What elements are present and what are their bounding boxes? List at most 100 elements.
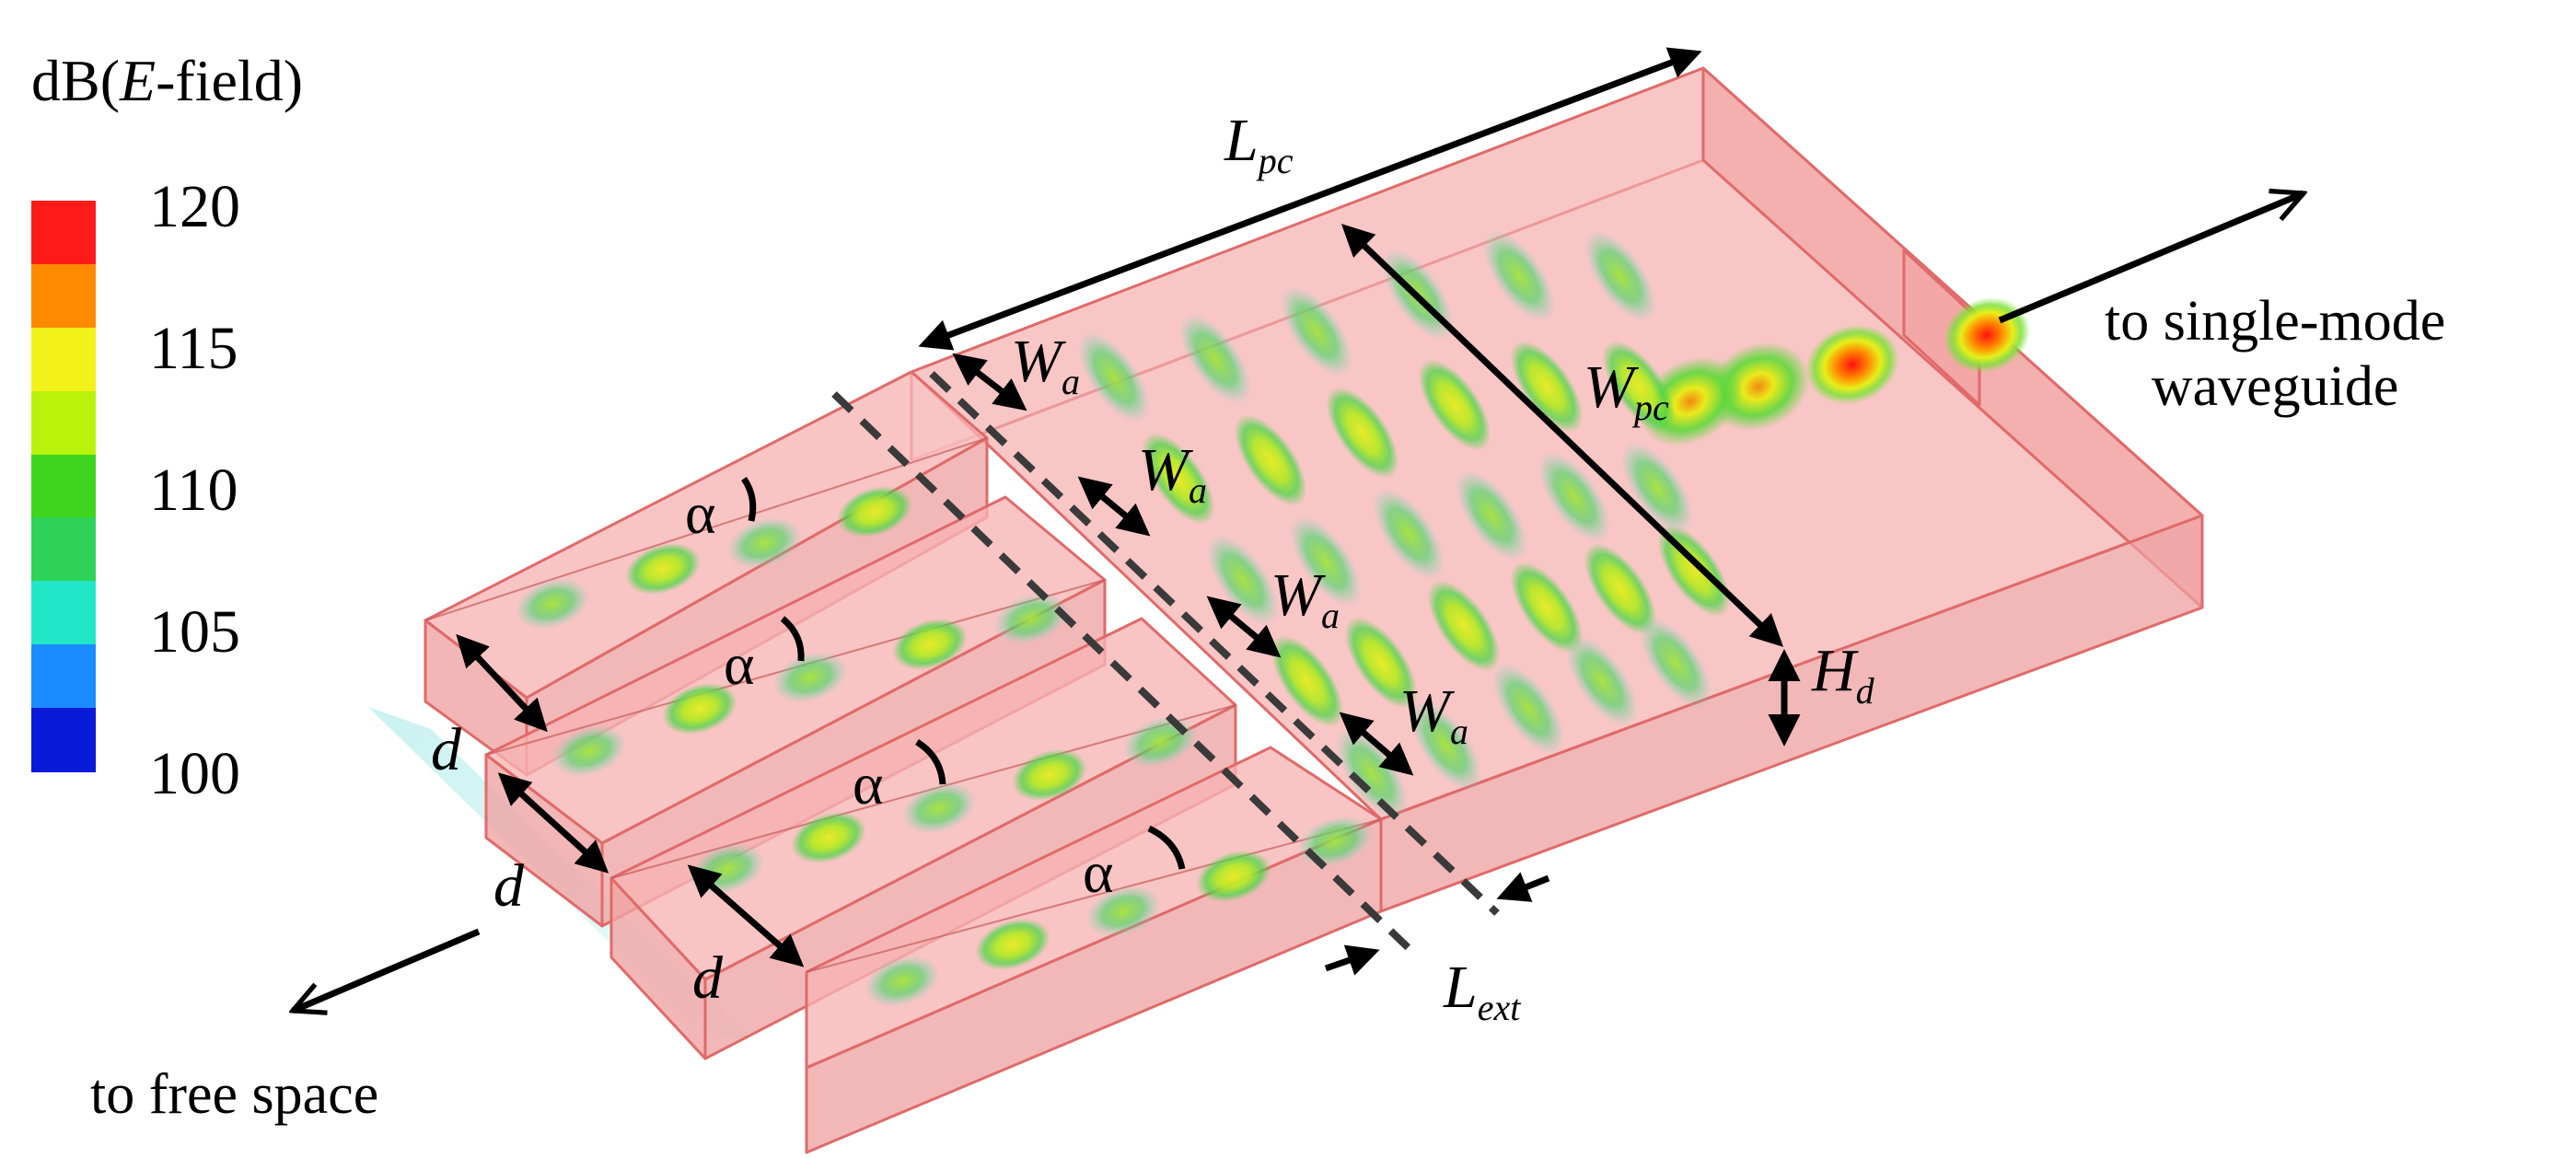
field-blob: [772, 652, 848, 703]
field-blob: [837, 486, 912, 538]
field-blob: [1012, 749, 1087, 801]
field-blob: [1491, 663, 1565, 755]
field-blob: [1077, 331, 1151, 423]
label-wa-2-main: W: [1138, 436, 1189, 504]
field-blob: [551, 725, 627, 777]
wa-arrow-2: [1077, 476, 1151, 537]
legend-tick-110: 110: [149, 457, 238, 524]
legend-tick-100: 100: [149, 740, 240, 807]
d-arrow-1: [456, 633, 548, 733]
d-arrow-3: [687, 864, 805, 967]
colorbar-segment: [31, 644, 96, 710]
field-blob: [1271, 635, 1344, 727]
label-wa-3: Wa: [1271, 565, 1340, 634]
field-blob: [1805, 324, 1899, 405]
wpc-arrow: [1340, 224, 1784, 647]
legend-title-prefix: dB(: [31, 48, 120, 113]
field-blob: [791, 812, 866, 863]
label-hd: Hd: [1812, 641, 1874, 710]
alpha-arc-2: [780, 616, 805, 662]
dimension-arrows: [456, 47, 1801, 976]
label-wa-3-sub: a: [1320, 595, 1340, 636]
wa-arrow-4: [1339, 712, 1414, 776]
label-wa-1: Wa: [1011, 331, 1080, 400]
label-to-single-mode-line1: to single-mode: [2105, 290, 2446, 353]
d-arrow-2: [497, 772, 609, 874]
lpc-arrow: [918, 47, 1702, 351]
label-wa-4-sub: a: [1449, 711, 1468, 752]
field-blob: [726, 517, 802, 569]
field-blob: [1234, 414, 1307, 506]
colorbar-segment: [31, 263, 96, 329]
alpha-arc-1: [741, 476, 757, 522]
field-blob: [864, 955, 940, 1007]
label-alpha-2: α: [724, 631, 755, 697]
label-lext-main: L: [1444, 954, 1478, 1021]
colorbar: [31, 201, 96, 772]
label-hd-main: H: [1812, 637, 1856, 704]
label-lext: Lext: [1444, 957, 1520, 1026]
colorbar-segment: [31, 327, 96, 392]
field-blob: [1142, 433, 1215, 525]
label-lpc-main: L: [1224, 107, 1259, 174]
label-d-3: d: [692, 944, 723, 1012]
lext-arrow-left: [1324, 944, 1380, 976]
field-blob: [662, 683, 737, 735]
lext-arrow-right: [1496, 872, 1550, 902]
label-to-free-space: to free space: [90, 1063, 379, 1126]
colorbar-segment: [31, 454, 96, 519]
label-wa-1-main: W: [1011, 328, 1062, 395]
wa-arrow-1: [952, 353, 1027, 411]
field-blob: [625, 543, 701, 595]
legend-tick-105: 105: [149, 598, 240, 666]
label-wa-3-main: W: [1271, 562, 1321, 629]
label-wa-2: Wa: [1138, 440, 1207, 509]
field-blob: [993, 593, 1069, 644]
label-wpc-sub: pc: [1633, 387, 1669, 428]
legend-tick-120: 120: [149, 173, 240, 240]
label-lext-sub: ext: [1477, 987, 1521, 1028]
field-blob: [1085, 886, 1161, 937]
label-d-2: d: [493, 852, 524, 920]
alpha-arcs: [741, 476, 1186, 870]
direction-arrows: [293, 193, 2303, 1011]
label-wpc-main: W: [1584, 353, 1634, 421]
label-alpha-1: α: [685, 481, 716, 546]
label-wpc: Wpc: [1584, 357, 1669, 426]
label-hd-sub: d: [1855, 670, 1874, 712]
label-alpha-3: α: [853, 751, 884, 816]
label-wa-2-sub: a: [1188, 469, 1207, 511]
colorbar-segment: [31, 517, 96, 583]
label-wa-4-main: W: [1399, 677, 1450, 745]
legend-title: dB(E-field): [31, 52, 303, 110]
legend-tick-115: 115: [149, 315, 238, 382]
field-blob: [975, 919, 1050, 970]
output-arrow: [1998, 193, 2303, 324]
field-blob: [515, 578, 590, 630]
label-lpc: Lpc: [1224, 110, 1293, 179]
label-to-single-mode: to single-mode waveguide: [2105, 289, 2445, 421]
field-blob: [1565, 635, 1639, 727]
legend-title-var: E: [120, 48, 157, 113]
label-to-single-mode-line2: waveguide: [2151, 355, 2399, 419]
label-alpha-4: α: [1083, 840, 1114, 905]
alpha-arc-3: [915, 739, 946, 785]
colorbar-segment: [31, 201, 96, 265]
label-wa-1-sub: a: [1061, 361, 1080, 402]
field-blob: [1409, 700, 1482, 792]
label-lpc-sub: pc: [1258, 140, 1294, 181]
alpha-arc-4: [1147, 825, 1186, 870]
legend-title-suffix: -field): [156, 48, 303, 113]
colorbar-segment: [31, 390, 96, 456]
colorbar-segment: [31, 581, 96, 646]
label-wa-4: Wa: [1399, 681, 1468, 750]
field-blob: [901, 782, 977, 834]
label-d-1: d: [431, 716, 461, 783]
colorbar-segment: [31, 708, 96, 772]
free-space-arrow: [293, 928, 481, 1011]
field-blob: [892, 619, 968, 670]
wa-arrow-3: [1206, 596, 1282, 658]
field-blob: [1196, 851, 1271, 902]
